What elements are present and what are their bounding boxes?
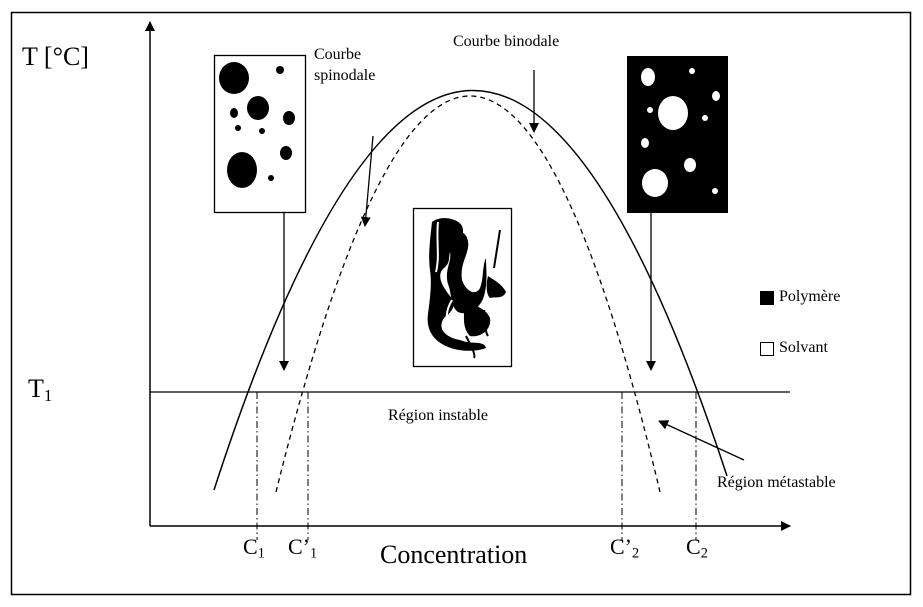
c1-prime-label-sub: 1	[310, 545, 318, 562]
c2-prime-label-text: C’	[610, 534, 632, 559]
legend-solvent-label: Solvant	[779, 339, 828, 356]
arrow-metastable	[658, 420, 745, 461]
outer-frame	[10, 11, 912, 596]
legend-solvent-swatch	[760, 342, 774, 356]
t1-label: T1	[28, 374, 52, 404]
c1-label-text: C	[243, 534, 258, 559]
pointer-arrows	[279, 70, 745, 461]
c2-prime-label: C’2	[610, 534, 640, 562]
legend-polymer-label: Polymère	[779, 288, 841, 305]
concentration-drops	[256, 392, 697, 540]
y-axis-label: T [°C]	[22, 42, 89, 71]
c2-prime-label-sub: 2	[632, 545, 640, 562]
spinodal-label-line1: Courbe	[314, 46, 362, 63]
c1-prime-label: C’1	[288, 534, 318, 562]
solvent-droplets-inset	[627, 56, 728, 213]
metastable-region-label: Région métastable	[717, 474, 836, 491]
c1-label-sub: 1	[257, 545, 265, 562]
x-axis-label: Concentration	[380, 540, 528, 569]
spinodal-label-line2: spinodale	[314, 67, 376, 84]
c2-label-text: C	[686, 534, 701, 559]
legend-polymer-swatch	[760, 291, 774, 305]
bicontinuous-inset	[412, 207, 513, 368]
t1-label-sub: 1	[43, 386, 53, 406]
c1-label: C1	[243, 534, 265, 562]
c2-label: C2	[686, 534, 708, 562]
c2-label-sub: 2	[700, 545, 708, 562]
arrow-spinodal	[360, 135, 374, 227]
t1-label-text: T	[28, 374, 44, 403]
polymer-droplets-inset	[213, 54, 307, 214]
unstable-region-label: Région instable	[388, 407, 488, 424]
c1-prime-label-text: C’	[288, 534, 310, 559]
spinodal-label: Courbe spinodale	[314, 44, 375, 86]
binodal-label: Courbe binodale	[453, 33, 560, 50]
spinodal-curve	[275, 95, 661, 493]
